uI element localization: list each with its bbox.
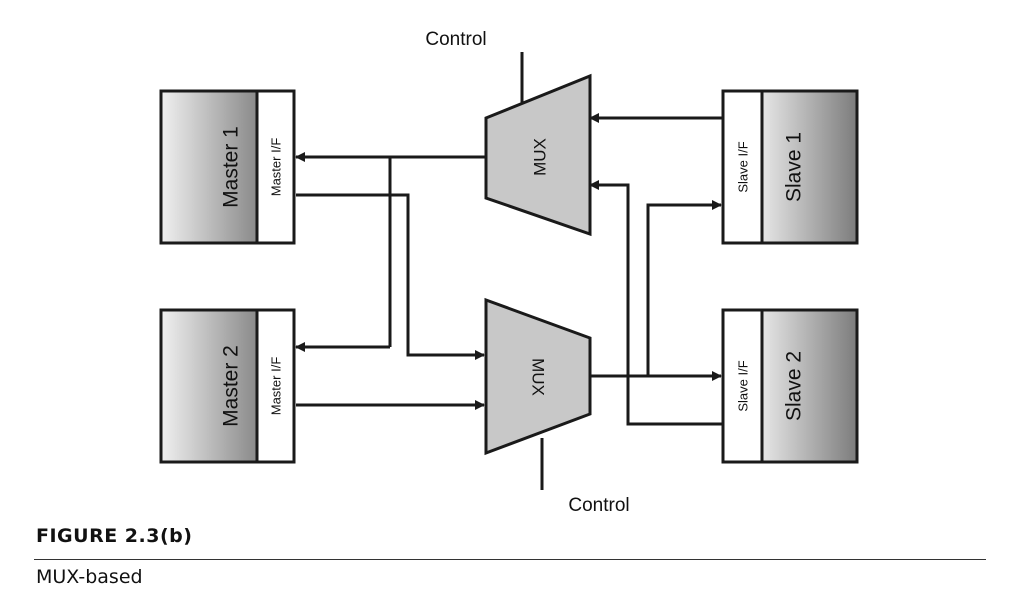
mux-2-label: MUX: [529, 358, 548, 396]
slave-1-label: Slave 1: [783, 132, 806, 202]
slave-1-interface-label: Slave I/F: [736, 141, 751, 192]
master-2-block: Master 2 Master I/F: [159, 308, 296, 464]
master1-to-mux2: [296, 193, 485, 360]
connections: [295, 52, 723, 490]
bus-diagram: Master 1 Master I/F Master 2 Master I/F …: [159, 29, 859, 516]
slave-1-block: Slave I/F Slave 1: [721, 89, 859, 245]
mux2-output-to-slave1: [646, 200, 722, 376]
figure-number: FIGURE 2.3(b): [36, 525, 193, 547]
mux-1-control-label: Control: [425, 29, 486, 50]
mux-1: MUX: [484, 73, 592, 237]
slave-2-block: Slave I/F Slave 2: [721, 308, 859, 464]
master-2-label: Master 2: [220, 345, 243, 427]
slave2-to-mux1: [589, 180, 723, 426]
mux-2-control-label: Control: [568, 495, 629, 516]
master-1-interface-label: Master I/F: [269, 138, 284, 197]
mux-1-label: MUX: [531, 138, 550, 176]
mux-2: MUX: [484, 297, 592, 456]
master-2-interface-label: Master I/F: [269, 357, 284, 416]
figure-caption: MUX-based: [36, 566, 143, 588]
caption-divider: [34, 559, 986, 560]
master-1-block: Master 1 Master I/F: [159, 89, 296, 245]
master-1-label: Master 1: [220, 126, 243, 208]
slave-2-label: Slave 2: [783, 351, 806, 421]
slave-2-interface-label: Slave I/F: [736, 360, 751, 411]
